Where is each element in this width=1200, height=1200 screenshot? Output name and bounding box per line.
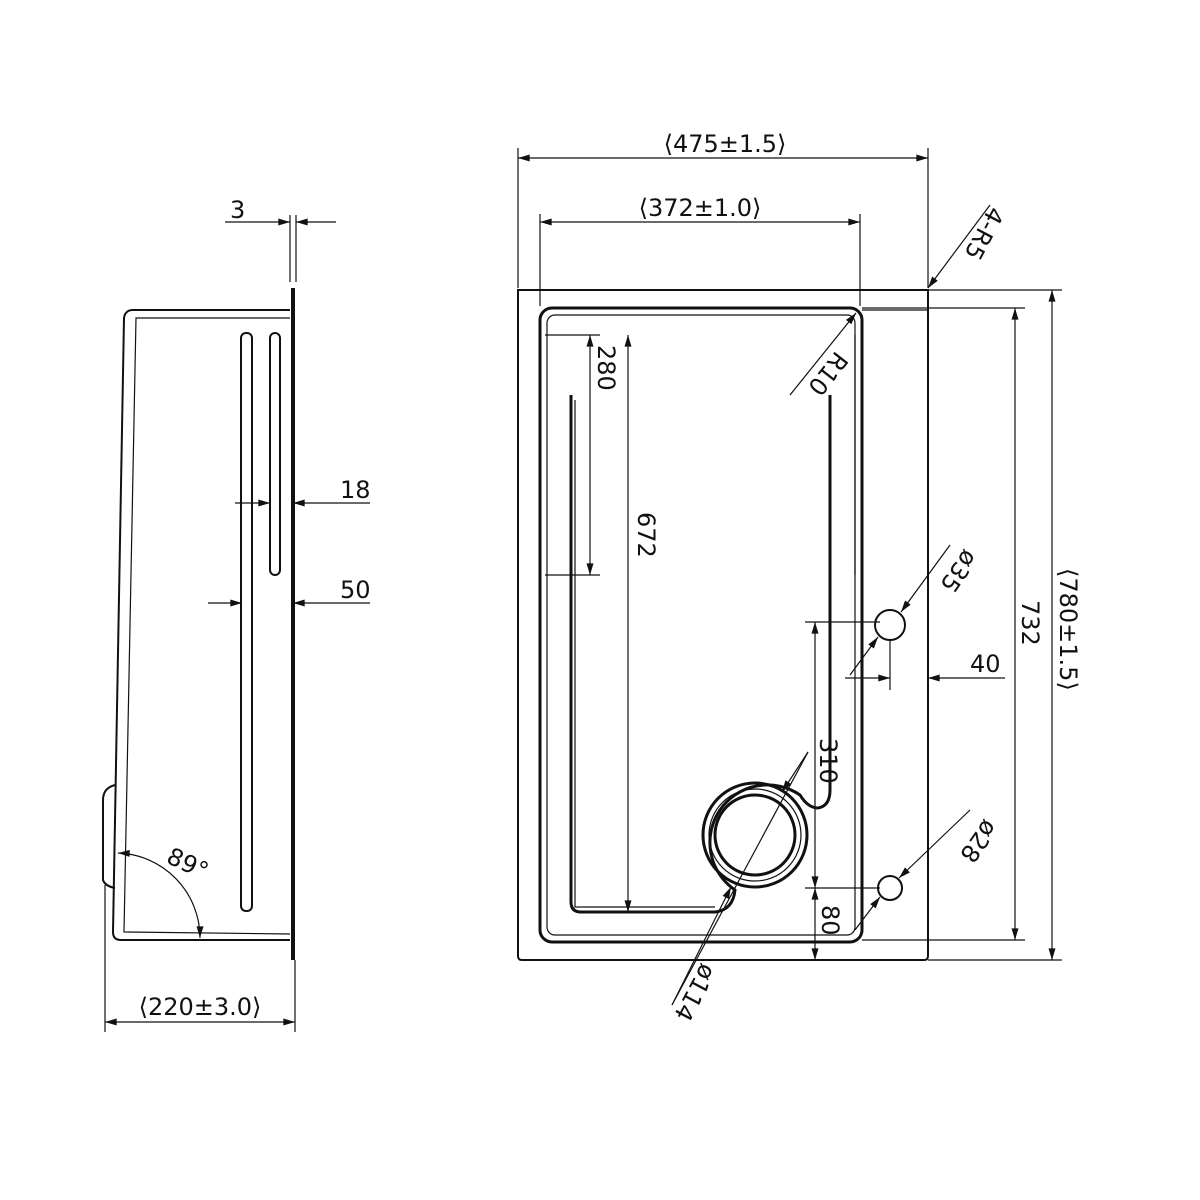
side-view: 3 18 50 89° ⟨220±3.0⟩ bbox=[102, 196, 371, 1032]
side-bump bbox=[102, 784, 116, 889]
angle-label: 89° bbox=[162, 842, 212, 885]
dim-slot-long: 50 bbox=[340, 576, 371, 604]
dim-depth: ⟨220±3.0⟩ bbox=[139, 993, 262, 1021]
overflow-channel bbox=[569, 395, 832, 914]
dim-slot-short: 18 bbox=[340, 476, 371, 504]
side-body-inner bbox=[123, 317, 291, 935]
side-slot-short bbox=[269, 332, 281, 576]
dim-732: 732 bbox=[1016, 600, 1044, 646]
drain-inner bbox=[713, 793, 797, 877]
bowl-outline bbox=[538, 306, 864, 944]
drain-outer bbox=[701, 781, 809, 889]
bowl-inner bbox=[546, 314, 856, 936]
hole-small-label: ø28 bbox=[954, 815, 1003, 868]
dim-40: 40 bbox=[970, 650, 1001, 678]
dim-80: 80 bbox=[816, 905, 844, 936]
side-body bbox=[111, 309, 290, 941]
dim-280: 280 bbox=[592, 345, 620, 391]
outer-rim bbox=[517, 289, 929, 961]
dim-672: 672 bbox=[632, 512, 660, 558]
dim-outer-length: ⟨780±1.5⟩ bbox=[1054, 568, 1082, 691]
top-view: ⟨475±1.5⟩ ⟨372±1.0⟩ 4-R5 R10 280 672 ø35… bbox=[517, 130, 1082, 1026]
dim-outer-width: ⟨475±1.5⟩ bbox=[664, 130, 787, 158]
inner-radius: R10 bbox=[802, 346, 853, 400]
side-slot-long bbox=[240, 332, 253, 912]
dim-310: 310 bbox=[814, 738, 842, 784]
dim-bowl-width: ⟨372±1.0⟩ bbox=[639, 194, 762, 222]
hole-large-label: ø35 bbox=[934, 545, 983, 598]
corner-radius: 4-R5 bbox=[958, 202, 1009, 264]
drain-label: ø114 bbox=[668, 959, 721, 1026]
dim-flange-thickness: 3 bbox=[230, 196, 245, 224]
tap-hole-large bbox=[874, 609, 906, 641]
tap-hole-small bbox=[877, 875, 903, 901]
